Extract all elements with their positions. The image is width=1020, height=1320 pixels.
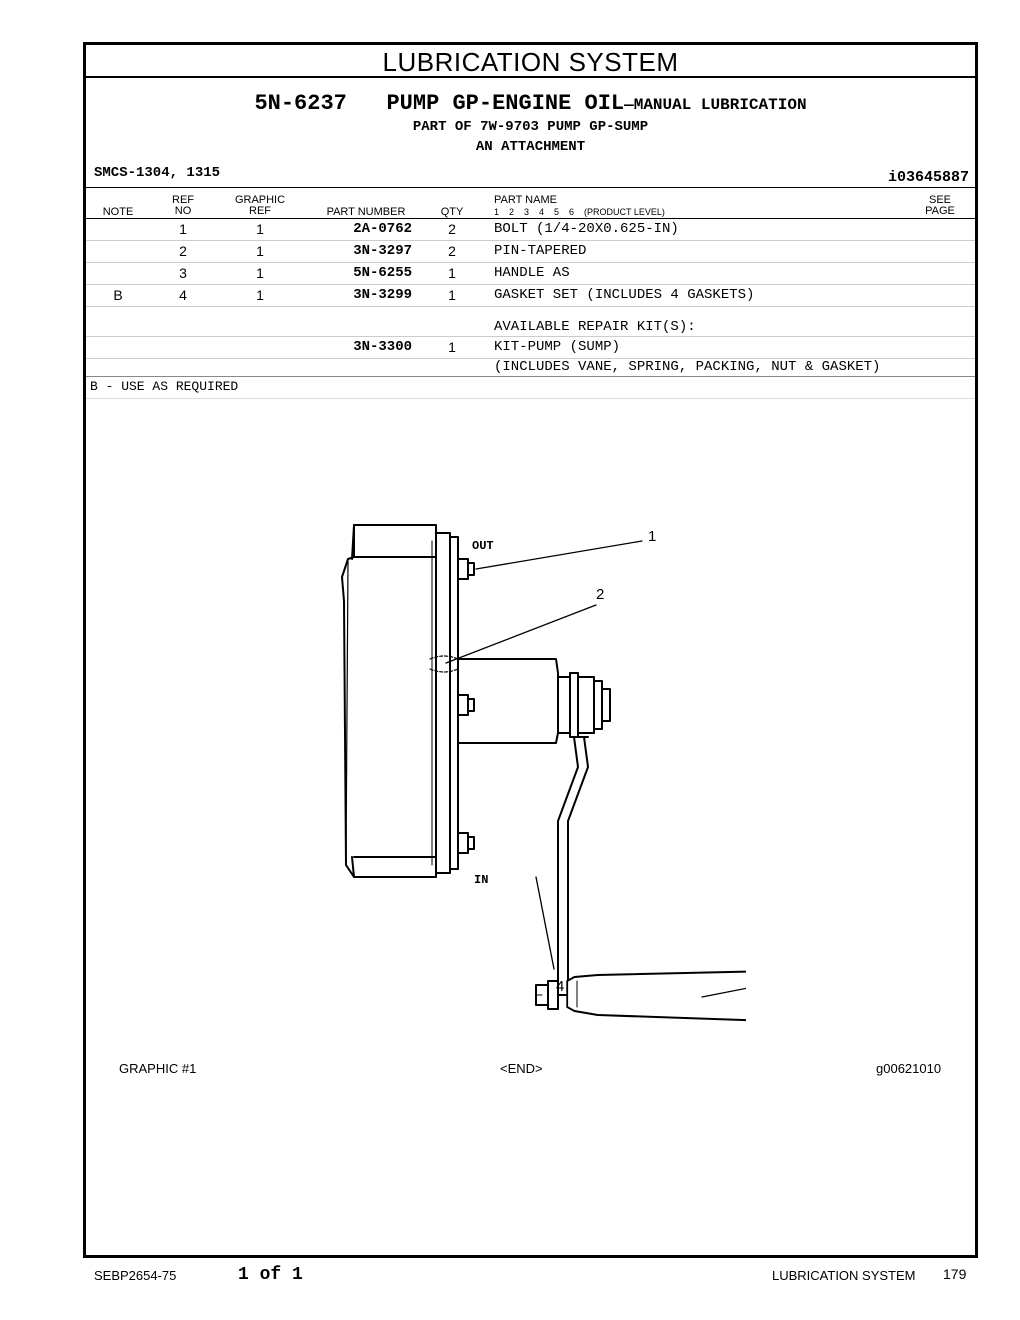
title-suffix: —MANUAL LUBRICATION (624, 96, 807, 114)
note-rule (86, 398, 975, 399)
table-row: 3 1 5N-6255 1 HANDLE AS (86, 263, 975, 285)
header-part-number: PART NUMBER (326, 206, 406, 218)
header-part-name: PART NAME (494, 194, 557, 206)
title-line-2: PART OF 7W-9703 PUMP GP-SUMP (412, 119, 649, 135)
graphic-id: g00621010 (876, 1061, 942, 1076)
title-part-name: PUMP GP-ENGINE OIL (386, 91, 625, 116)
pump-illustration: OUT IN 1 2 3 4 (341, 524, 746, 1022)
footer-page-of: 1 of 1 (238, 1265, 303, 1285)
header-qty: QTY (440, 206, 464, 218)
table-row: 1 1 2A-0762 2 BOLT (1/4-20X0.625-IN) (86, 219, 975, 241)
part-title: 5N-6237 PUMP GP-ENGINE OIL—MANUAL LUBRIC… (86, 91, 975, 116)
title-line-3: AN ATTACHMENT (475, 139, 586, 155)
table-row: (INCLUDES VANE, SPRING, PACKING, NUT & G… (86, 359, 975, 377)
smcs-code: SMCS-1304, 1315 (94, 165, 221, 181)
info-id: i03645887 (887, 169, 969, 186)
callout-2: 2 (596, 586, 604, 603)
page-frame: LUBRICATION SYSTEM 5N-6237 PUMP GP-ENGIN… (83, 42, 978, 1258)
callout-1: 1 (648, 528, 656, 545)
header-note: NOTE (102, 206, 134, 218)
table-row: B 4 1 3N-3299 1 GASKET SET (INCLUDES 4 G… (86, 285, 975, 307)
table-row: AVAILABLE REPAIR KIT(S): (86, 307, 975, 337)
table-row: 2 1 3N-3297 2 PIN-TAPERED (86, 241, 975, 263)
header-bottom-rule (86, 218, 975, 219)
note-b: B - USE AS REQUIRED (90, 379, 239, 394)
header-product-level: 1 2 3 4 5 6 (PRODUCT LEVEL) (494, 207, 665, 217)
footer-doc-id: SEBP2654-75 (94, 1268, 177, 1283)
footer-page-number: 179 (943, 1266, 967, 1282)
title-part-number: 5N-6237 (254, 91, 347, 116)
out-label: OUT (472, 539, 494, 553)
callout-4: 4 (556, 978, 564, 995)
section-title: LUBRICATION SYSTEM (86, 45, 975, 78)
in-label: IN (474, 873, 488, 887)
table-row: 3N-3300 1 KIT-PUMP (SUMP) (86, 337, 975, 359)
graphic-end-marker: <END> (500, 1061, 543, 1076)
header-divider (86, 187, 975, 188)
footer-section: LUBRICATION SYSTEM (772, 1268, 916, 1283)
graphic-caption: GRAPHIC #1 (119, 1061, 197, 1076)
